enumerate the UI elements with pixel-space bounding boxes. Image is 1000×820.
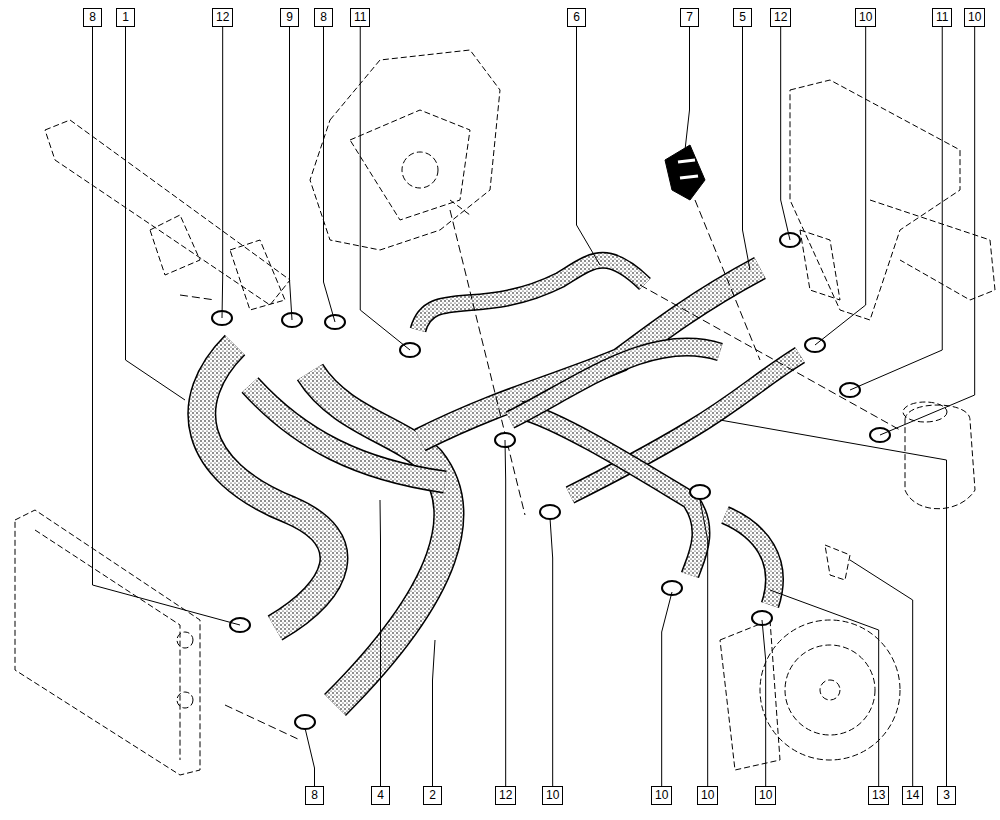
hose	[418, 260, 645, 330]
hose	[310, 372, 449, 705]
hose-outline	[520, 410, 701, 575]
hose	[250, 385, 445, 482]
hose-outline	[418, 260, 645, 330]
callout-number: 5	[733, 8, 752, 27]
leader-line	[762, 620, 766, 786]
hose-clamp	[690, 485, 710, 499]
leader-line	[577, 27, 601, 265]
leader-line	[880, 27, 975, 435]
callout-number: 8	[305, 786, 324, 805]
leader-line	[324, 27, 336, 322]
callout-number: 10	[542, 786, 563, 805]
callout-number: 2	[423, 786, 442, 805]
callout-number: 3	[937, 786, 956, 805]
leader-line	[700, 500, 708, 786]
callout-number: 12	[495, 786, 516, 805]
leader-line	[850, 27, 942, 390]
hose-clamp	[295, 715, 315, 729]
leader-line	[360, 27, 410, 350]
leader-line	[222, 27, 224, 318]
leader-line	[505, 440, 507, 786]
hose	[520, 410, 701, 575]
callout-number: 13	[868, 786, 889, 805]
leader-line	[781, 27, 790, 240]
callout-number: 8	[314, 8, 333, 27]
leader-line	[815, 27, 866, 345]
hose-outline	[250, 385, 445, 482]
leader-line	[126, 27, 186, 400]
callout-number: 10	[855, 8, 876, 27]
hose-outline	[510, 347, 720, 420]
callout-number: 8	[83, 8, 102, 27]
leader-line	[770, 590, 879, 786]
callout-number: 9	[280, 8, 299, 27]
callout-number: 10	[755, 786, 776, 805]
callout-number: 10	[651, 786, 672, 805]
callout-number: 14	[902, 786, 923, 805]
hose	[725, 515, 774, 605]
callout-number: 11	[932, 8, 952, 27]
hose-outline	[725, 515, 774, 605]
hose-outline	[310, 372, 449, 705]
callout-number: 7	[680, 8, 699, 27]
leader-line	[685, 27, 690, 150]
hose-clamp	[540, 505, 560, 519]
leader-line	[305, 728, 315, 786]
callout-number: 6	[567, 8, 586, 27]
callout-number: 4	[371, 786, 390, 805]
leader-line	[720, 420, 947, 786]
callout-number: 10	[964, 8, 985, 27]
callout-number: 1	[116, 8, 135, 27]
leader-line	[662, 592, 672, 786]
leader-line	[550, 518, 553, 786]
leader-line	[93, 27, 241, 625]
leader-line	[850, 560, 913, 786]
hose	[510, 347, 720, 420]
leader-line	[433, 640, 436, 786]
leader-line	[743, 27, 751, 270]
callout-number: 11	[350, 8, 370, 27]
leader-line	[290, 27, 293, 320]
callout-number: 12	[770, 8, 791, 27]
callout-number: 12	[212, 8, 233, 27]
callout-number: 10	[697, 786, 718, 805]
leader-line	[380, 500, 382, 786]
